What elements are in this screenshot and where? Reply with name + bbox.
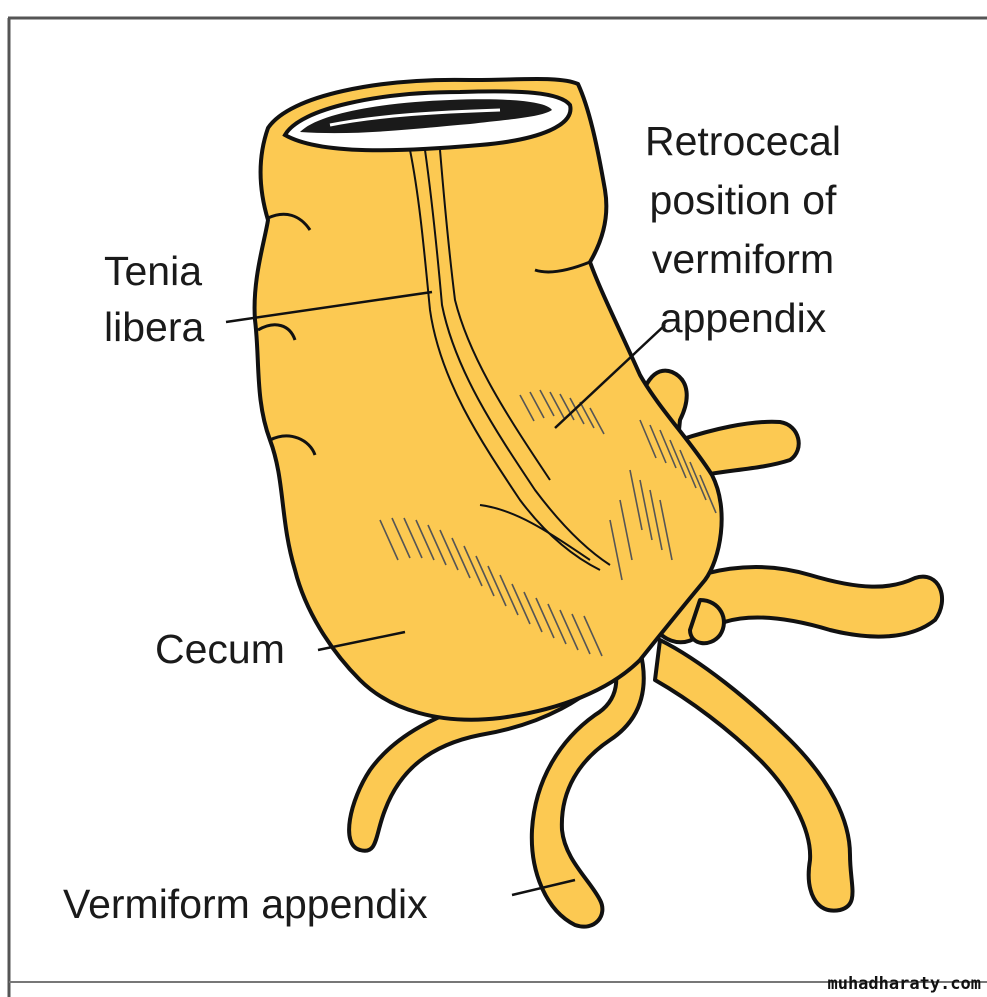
- label-retrocecal-position: Retrocecal position of vermiform appendi…: [645, 112, 841, 348]
- leader-cecum: [317, 630, 406, 652]
- leader-retrocecal: [554, 324, 666, 429]
- label-tenia-line-1: Tenia: [104, 248, 203, 294]
- label-retro-line-4: appendix: [659, 295, 827, 342]
- leader-lines: [225, 290, 666, 897]
- appendix-curl: [688, 598, 726, 646]
- appendix-lower-middle: [529, 648, 646, 929]
- label-cecum: Cecum: [155, 626, 285, 672]
- label-vermiform-appendix: Vermiform appendix: [63, 881, 428, 927]
- haustra-lines: [257, 212, 591, 456]
- watermark: muhadharaty.com: [827, 974, 981, 994]
- appendix-retro-finger: [678, 419, 801, 480]
- label-retro-line-2: position of: [649, 177, 837, 224]
- tenia-libera-band: [409, 149, 611, 571]
- hatch-shading: [379, 389, 717, 657]
- cecum-lumen-shadow: [300, 99, 552, 134]
- cecum-body: [252, 77, 724, 722]
- appendix-lower-right: [653, 638, 855, 913]
- label-tenia-line-2: libera: [104, 303, 205, 350]
- label-tenia-libera: Tenia libera: [104, 244, 204, 356]
- label-retro-line-1: Retrocecal: [645, 118, 841, 164]
- leader-tenia: [225, 290, 433, 324]
- cecum-lumen-highlight: [329, 108, 501, 127]
- leader-appendix: [511, 878, 576, 897]
- label-retro-line-3: vermiform: [651, 236, 835, 283]
